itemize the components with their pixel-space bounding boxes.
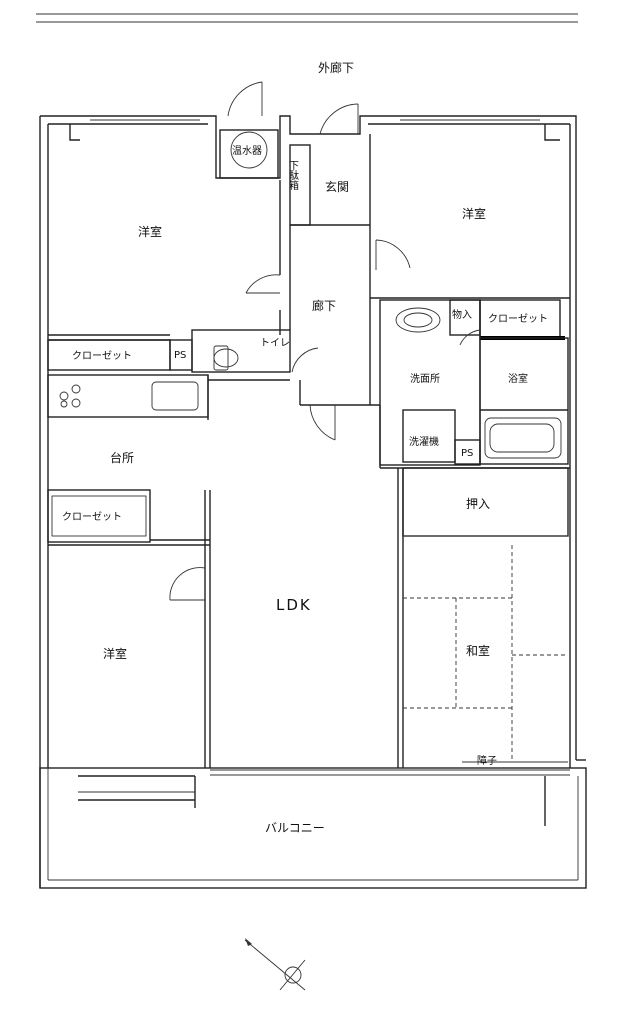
ps-2-label: PS [461,448,473,459]
outer-corridor-label: 外廊下 [318,60,354,75]
washroom-label: 洗面所 [410,373,440,385]
oshiire [402,467,569,537]
nw-room-walls [48,180,281,341]
bathroom-label: 浴室 [508,372,528,385]
wet-area [379,299,569,466]
tatami-grid [403,545,568,763]
closet-west-label: クローゼット [72,350,132,362]
kitchen-counter [47,374,290,420]
storage-small-label: 物入 [452,308,472,321]
western-room-nw-label: 洋室 [138,224,162,239]
outer-walls [39,115,586,888]
ne-room-walls [370,239,570,299]
water-heater-box [219,81,279,179]
ldk-label: LDK [276,596,312,614]
compass-icon [244,938,306,991]
water-heater-label: 温水器 [232,145,262,157]
closet-sw-label: クローゼット [62,511,122,523]
western-room-sw-label: 洋室 [103,646,127,661]
ldk-walls [379,405,570,768]
entrance-walls [289,103,371,226]
washing-machine-label: 洗濯機 [409,435,439,448]
shoe-cabinet-label: 下駄箱 [287,160,299,191]
shoji-label: 障子 [477,754,497,767]
oshiire-label: 押入 [466,497,490,511]
kitchen-label: 台所 [110,450,134,465]
japanese-room-label: 和室 [466,643,490,658]
western-room-ne-label: 洋室 [462,206,486,221]
ps-1-label: PS [174,350,186,361]
hallway-label: 廊下 [312,298,336,313]
west-closet-row [47,329,319,373]
balcony-outline [39,767,587,889]
hallway-walls [289,225,380,441]
entrance-label: 玄関 [325,179,349,194]
sw-closet [47,489,211,768]
balcony-label: バルコニー [265,821,325,835]
toilet-label: トイレ [260,338,290,349]
closet-ne-label: クローゼット [488,313,548,325]
